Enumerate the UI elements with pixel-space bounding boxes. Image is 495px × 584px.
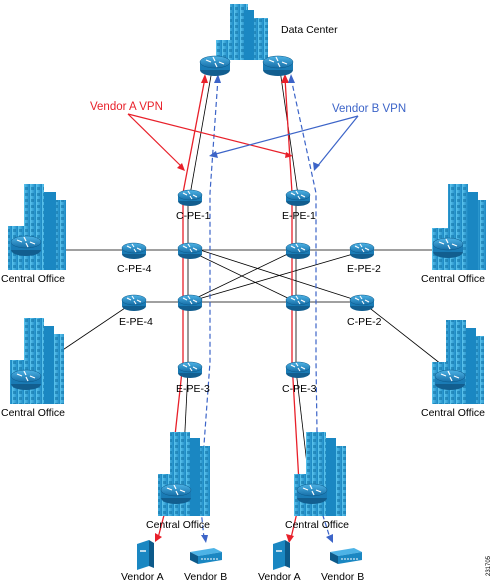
cpe2-label: C-PE-2 <box>347 316 382 328</box>
router-icon[interactable] <box>121 294 147 312</box>
cpe4-label: C-PE-4 <box>117 263 152 275</box>
vendor-a-label: Vendor A <box>258 571 301 583</box>
central-office-building-icon <box>294 432 346 516</box>
router-icon[interactable] <box>177 294 203 312</box>
central-office-building-icon <box>10 318 64 404</box>
central-office-label: Central Office <box>285 519 349 531</box>
vendor-b-vpn-label: Vendor B VPN <box>332 103 406 115</box>
link-cross-3 <box>199 249 363 303</box>
router-icon[interactable] <box>121 242 147 260</box>
central-office-label: Central Office <box>1 407 65 419</box>
epe1-label: E-PE-1 <box>282 210 316 222</box>
link-dc-epe1 <box>279 69 299 196</box>
figure-id: 231705 <box>486 555 492 576</box>
cpe3-label: C-PE-3 <box>282 383 317 395</box>
data-center-label: Data Center <box>281 24 338 36</box>
cpe1-label: C-PE-1 <box>176 210 211 222</box>
central-office-building-icon <box>8 184 66 270</box>
router-icon[interactable] <box>199 55 231 77</box>
router-icon[interactable] <box>10 369 42 391</box>
epe4-label: E-PE-4 <box>119 316 153 328</box>
vendor-a-arrowheads <box>155 74 294 543</box>
central-office-label: Central Office <box>421 407 485 419</box>
router-icon[interactable] <box>434 369 466 391</box>
router-icon[interactable] <box>349 242 375 260</box>
server-icon[interactable] <box>137 540 154 570</box>
central-office-label: Central Office <box>421 273 485 285</box>
router-icon[interactable] <box>285 361 311 379</box>
vendor-b-label: Vendor B <box>184 571 227 583</box>
link-cross-2 <box>187 249 297 303</box>
router-icon[interactable] <box>10 235 42 257</box>
switch-icon[interactable] <box>190 548 222 564</box>
epe3-label: E-PE-3 <box>176 383 210 395</box>
router-icon[interactable] <box>285 294 311 312</box>
router-icon[interactable] <box>349 294 375 312</box>
vendor-a-label-arrows <box>127 113 291 169</box>
epe2-label: E-PE-2 <box>347 263 381 275</box>
vendor-b-label-arrows <box>211 115 359 169</box>
router-icon[interactable] <box>177 189 203 207</box>
link-cross-4 <box>187 251 361 303</box>
central-office-building-icon <box>158 432 210 516</box>
router-icon[interactable] <box>177 361 203 379</box>
data-center-building-icon <box>216 4 268 62</box>
server-icon[interactable] <box>273 540 290 570</box>
router-icon[interactable] <box>296 483 328 505</box>
central-office-building-icon <box>432 320 484 404</box>
central-office-label: Central Office <box>1 273 65 285</box>
router-icon[interactable] <box>177 242 203 260</box>
vendor-a-label: Vendor A <box>121 571 164 583</box>
central-office-label: Central Office <box>146 519 210 531</box>
vendor-b-label: Vendor B <box>321 571 364 583</box>
vendor-a-vpn-label: Vendor A VPN <box>90 101 163 113</box>
router-icon[interactable] <box>262 55 294 77</box>
vendor-b-arrowheads <box>201 74 333 543</box>
router-icon[interactable] <box>285 242 311 260</box>
switch-icon[interactable] <box>330 548 362 564</box>
router-icon[interactable] <box>432 237 464 259</box>
links <box>29 69 456 491</box>
router-icon[interactable] <box>285 189 311 207</box>
router-icon[interactable] <box>160 483 192 505</box>
